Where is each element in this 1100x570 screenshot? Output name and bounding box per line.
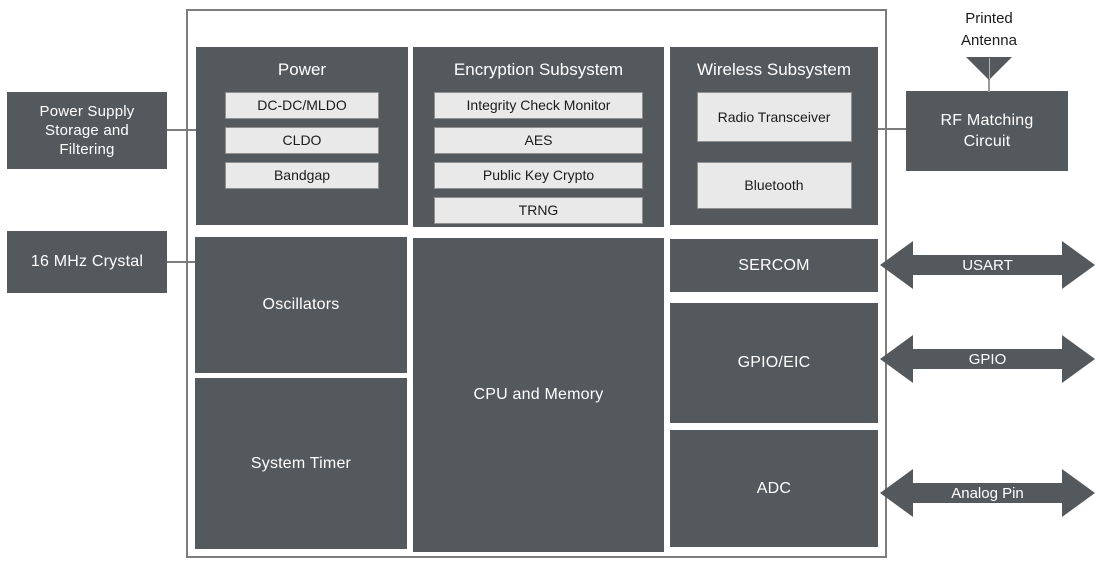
- adc-label: ADC: [756, 479, 792, 497]
- analog-pin-arrow-label: Analog Pin: [951, 484, 1024, 502]
- analog-pin-arrow: Analog Pin: [880, 469, 1095, 517]
- power-supply-line2: Storage and: [45, 122, 129, 139]
- power-supply-block: Power Supply Storage and Filtering: [7, 92, 167, 169]
- analog-pin-arrowhead-left-icon: [880, 469, 913, 517]
- system-timer-block: System Timer: [195, 378, 407, 549]
- subblock-integrity-check-monitor: Integrity Check Monitor: [434, 92, 643, 119]
- gpio-arrow-body: [913, 349, 1062, 369]
- cpu-memory-block: CPU and Memory: [413, 238, 664, 552]
- gpio-arrowhead-left-icon: [880, 335, 913, 383]
- usart-arrowhead-left-icon: [880, 241, 913, 289]
- subblock-bluetooth: Bluetooth: [696, 162, 852, 209]
- subblock-dc-dc-mldo: DC-DC/MLDO: [225, 92, 379, 119]
- usart-arrowhead-right-icon: [1062, 241, 1095, 289]
- oscillators-label: Oscillators: [262, 296, 340, 313]
- rf-matching-block: RF Matching Circuit: [906, 91, 1068, 171]
- subblock-aes: AES: [434, 127, 643, 154]
- subblock-cldo: CLDO: [225, 127, 379, 154]
- usart-arrow: USART: [880, 241, 1095, 289]
- printed-antenna-line2: Antenna: [961, 32, 1017, 49]
- subblock-public-key-crypto: Public Key Crypto: [434, 162, 643, 189]
- rf-matching-label: RF Matching Circuit: [941, 110, 1034, 152]
- subblock-bandgap: Bandgap: [225, 162, 379, 189]
- encryption-section-title: Encryption Subsystem: [453, 60, 624, 79]
- cpu-memory-label: CPU and Memory: [473, 386, 604, 403]
- system-timer-label: System Timer: [250, 454, 352, 472]
- gpio-eic-label: GPIO/EIC: [737, 354, 811, 371]
- printed-antenna-line1: Printed: [965, 10, 1013, 27]
- wireless-section-title: Wireless Subsystem: [697, 60, 851, 79]
- gpio-arrow-label: GPIO: [968, 350, 1007, 368]
- subblock-radio-transceiver: Radio Transceiver: [696, 92, 852, 142]
- rf-matching-line1: RF Matching: [940, 112, 1034, 129]
- analog-pin-arrow-body: [913, 483, 1062, 503]
- power-section-title: Power: [277, 60, 327, 79]
- power-supply-line1: Power Supply: [39, 103, 135, 120]
- power-supply-label: Power Supply Storage and Filtering: [40, 102, 135, 159]
- power-supply-line3: Filtering: [59, 141, 115, 158]
- antenna-feed-line: [989, 58, 990, 79]
- subblock-trng: TRNG: [434, 197, 643, 224]
- wireless-section: Wireless Subsystem Radio Transceiver Blu…: [670, 47, 878, 225]
- power-section: Power DC-DC/MLDO CLDO Bandgap: [196, 47, 408, 225]
- rf-connector-line: [878, 128, 906, 130]
- sercom-label: SERCOM: [738, 256, 810, 274]
- crystal-connector-line: [167, 261, 195, 263]
- encryption-section: Encryption Subsystem Integrity Check Mon…: [413, 47, 664, 227]
- gpio-arrow: GPIO: [880, 335, 1095, 383]
- usart-arrow-body: [913, 255, 1062, 275]
- analog-pin-arrowhead-right-icon: [1062, 469, 1095, 517]
- gpio-eic-block: GPIO/EIC: [670, 303, 878, 423]
- printed-antenna-label: Printed Antenna: [929, 8, 1049, 52]
- usart-arrow-label: USART: [962, 256, 1013, 274]
- oscillators-block: Oscillators: [195, 237, 407, 373]
- sercom-block: SERCOM: [670, 239, 878, 292]
- rf-matching-line2: Circuit: [963, 133, 1011, 150]
- power-supply-connector-line: [167, 129, 196, 131]
- crystal-block: 16 MHz Crystal: [7, 231, 167, 293]
- gpio-arrowhead-right-icon: [1062, 335, 1095, 383]
- adc-block: ADC: [670, 430, 878, 547]
- crystal-label: 16 MHz Crystal: [30, 253, 144, 270]
